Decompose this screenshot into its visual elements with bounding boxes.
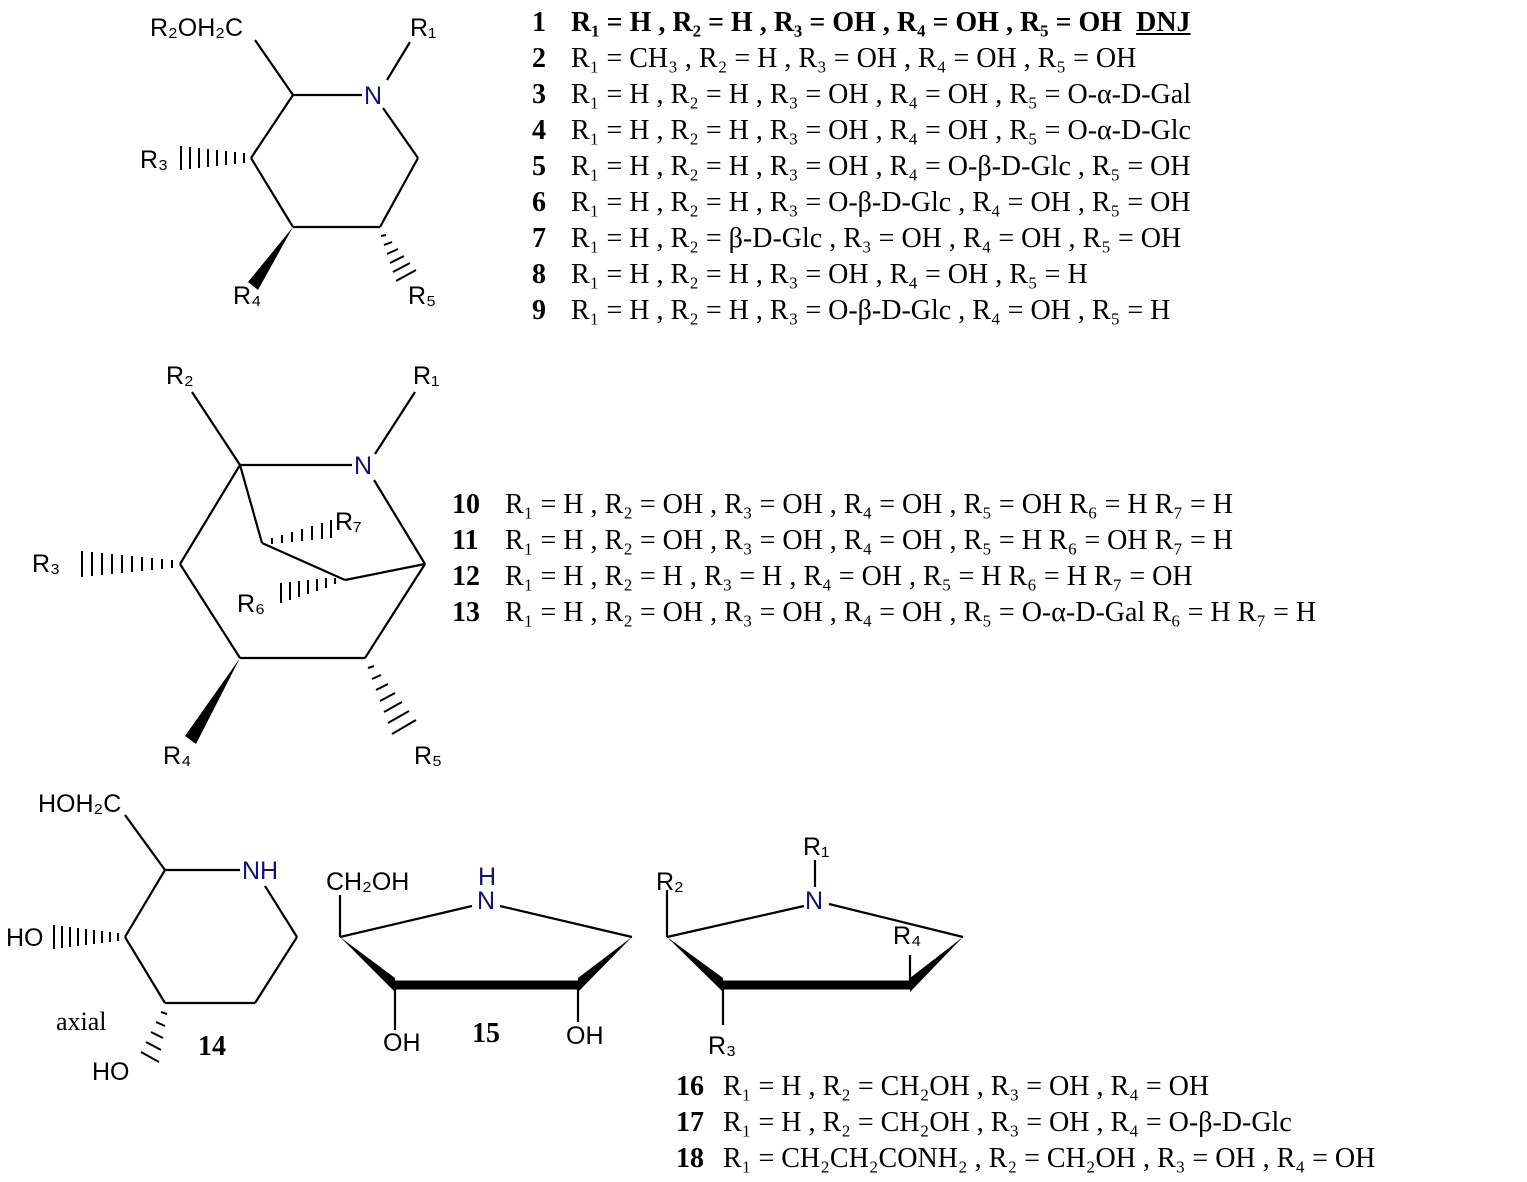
label-ch2oh: CH₂OH bbox=[326, 868, 409, 896]
label-r1: R₁ bbox=[410, 14, 437, 42]
hash-bond-r7 bbox=[271, 520, 332, 544]
wedge-bond-left bbox=[667, 937, 723, 992]
wedge-bond-r4 bbox=[248, 227, 293, 290]
hash-bond-r5 bbox=[367, 665, 417, 735]
compound-line-12: 12 R₁ = H , R₂ = H , R₃ = H , R₄ = OH , … bbox=[452, 561, 1193, 592]
structure-14-piperidine: HOH₂C NH HO axial HO 14 bbox=[6, 790, 298, 1086]
compound-number-15: 15 bbox=[472, 1018, 500, 1049]
dnj-tag: DNJ bbox=[1136, 7, 1191, 38]
label-r2oh2c: R₂OH₂C bbox=[150, 14, 243, 42]
label-n: N bbox=[364, 82, 382, 110]
label-r4: R₄ bbox=[893, 922, 921, 950]
compound-line-4: 4 R₁ = H , R₂ = H , R₃ = OH , R₄ = OH , … bbox=[532, 115, 1191, 146]
hash-bond-ho-lower bbox=[140, 1011, 168, 1063]
label-n: N bbox=[354, 452, 372, 480]
label-r3: R₃ bbox=[140, 146, 168, 174]
structure-16-18-pyrrolidine: R₁ N R₂ R₄ R₃ bbox=[656, 833, 964, 1060]
label-nh: NH bbox=[242, 857, 278, 885]
label-r7: R₇ bbox=[335, 508, 362, 536]
compound-line-16: 16 R₁ = H , R₂ = CH₂OH , R₃ = OH , R₄ = … bbox=[676, 1071, 1210, 1102]
compound-line-18: 18 R₁ = CH₂CH₂CONH₂ , R₂ = CH₂OH , R₃ = … bbox=[676, 1143, 1376, 1174]
compound-line-5: 5 R₁ = H , R₂ = H , R₃ = OH , R₄ = O-β-D… bbox=[532, 151, 1191, 182]
structure-15-pyrrolidine: CH₂OH H N OH 15 OH bbox=[326, 863, 633, 1057]
compound-line-8: 8 R₁ = H , R₂ = H , R₃ = OH , R₄ = OH , … bbox=[532, 259, 1088, 290]
label-hoh2c: HOH₂C bbox=[38, 790, 121, 818]
label-h: H bbox=[478, 863, 496, 891]
label-ho-lower: HO bbox=[92, 1058, 130, 1086]
compound-line-11: 11 R₁ = H , R₂ = OH , R₃ = OH , R₄ = OH … bbox=[452, 525, 1234, 556]
label-r2: R₂ bbox=[166, 362, 194, 390]
wedge-bond-r4 bbox=[185, 658, 240, 744]
structure-bicyclic-nortropane: R₂ R₁ N R₇ R₃ R₆ R₄ R₅ bbox=[32, 362, 442, 770]
label-r3: R₃ bbox=[32, 550, 60, 578]
compound-line-7: 7 R₁ = H , R₂ = β-D-Glc , R₃ = OH , R₄ =… bbox=[532, 223, 1182, 254]
label-r6: R₆ bbox=[237, 590, 265, 618]
wedge-bond-right bbox=[578, 937, 632, 992]
hash-bond-r5 bbox=[380, 234, 417, 282]
compound-line-6: 6 R₁ = H , R₂ = H , R₃ = O-β-D-Glc , R₄ … bbox=[532, 187, 1191, 218]
hash-bond-r3 bbox=[180, 146, 245, 170]
compound-line-1: 1 R₁ = H , R₂ = H , R₃ = OH , R₄ = OH , … bbox=[532, 7, 1191, 38]
label-r1: R₁ bbox=[803, 833, 830, 861]
label-n: N bbox=[805, 887, 823, 915]
label-ho-upper: HO bbox=[6, 924, 44, 952]
compound-line-17: 17 R₁ = H , R₂ = CH₂OH , R₃ = OH , R₄ = … bbox=[676, 1107, 1292, 1138]
label-r4: R₄ bbox=[233, 282, 261, 310]
label-r3: R₃ bbox=[708, 1032, 736, 1060]
label-oh-right: OH bbox=[566, 1022, 604, 1050]
structure-dnj-piperidine: R₂OH₂C R₁ N R₃ R₄ R₅ bbox=[140, 14, 437, 310]
compound-line-13: 13 R₁ = H , R₂ = OH , R₃ = OH , R₄ = OH … bbox=[452, 597, 1317, 628]
hash-bond-ho-upper bbox=[53, 925, 119, 949]
compound-line-9: 9 R₁ = H , R₂ = H , R₃ = O-β-D-Glc , R₄ … bbox=[532, 295, 1171, 326]
compound-line-2: 2 R₁ = CH₃ , R₂ = H , R₃ = OH , R₄ = OH … bbox=[532, 43, 1137, 74]
compound-number-14: 14 bbox=[198, 1031, 226, 1062]
hash-bond-r3 bbox=[81, 551, 173, 577]
label-axial: axial bbox=[56, 1007, 107, 1036]
compound-line-10: 10 R₁ = H , R₂ = OH , R₃ = OH , R₄ = OH … bbox=[452, 489, 1234, 520]
label-r5: R₅ bbox=[414, 742, 442, 770]
label-r2: R₂ bbox=[656, 868, 684, 896]
label-r1: R₁ bbox=[413, 362, 440, 390]
label-r5: R₅ bbox=[408, 282, 436, 310]
wedge-bond-right bbox=[910, 937, 963, 992]
wedge-bond-left bbox=[340, 937, 395, 992]
hash-bond-r6 bbox=[280, 578, 336, 603]
label-oh-left: OH bbox=[383, 1029, 421, 1057]
label-r4: R₄ bbox=[163, 742, 191, 770]
label-n: N bbox=[477, 887, 495, 915]
compound-line-3: 3 R₁ = H , R₂ = H , R₃ = OH , R₄ = OH , … bbox=[532, 79, 1191, 110]
